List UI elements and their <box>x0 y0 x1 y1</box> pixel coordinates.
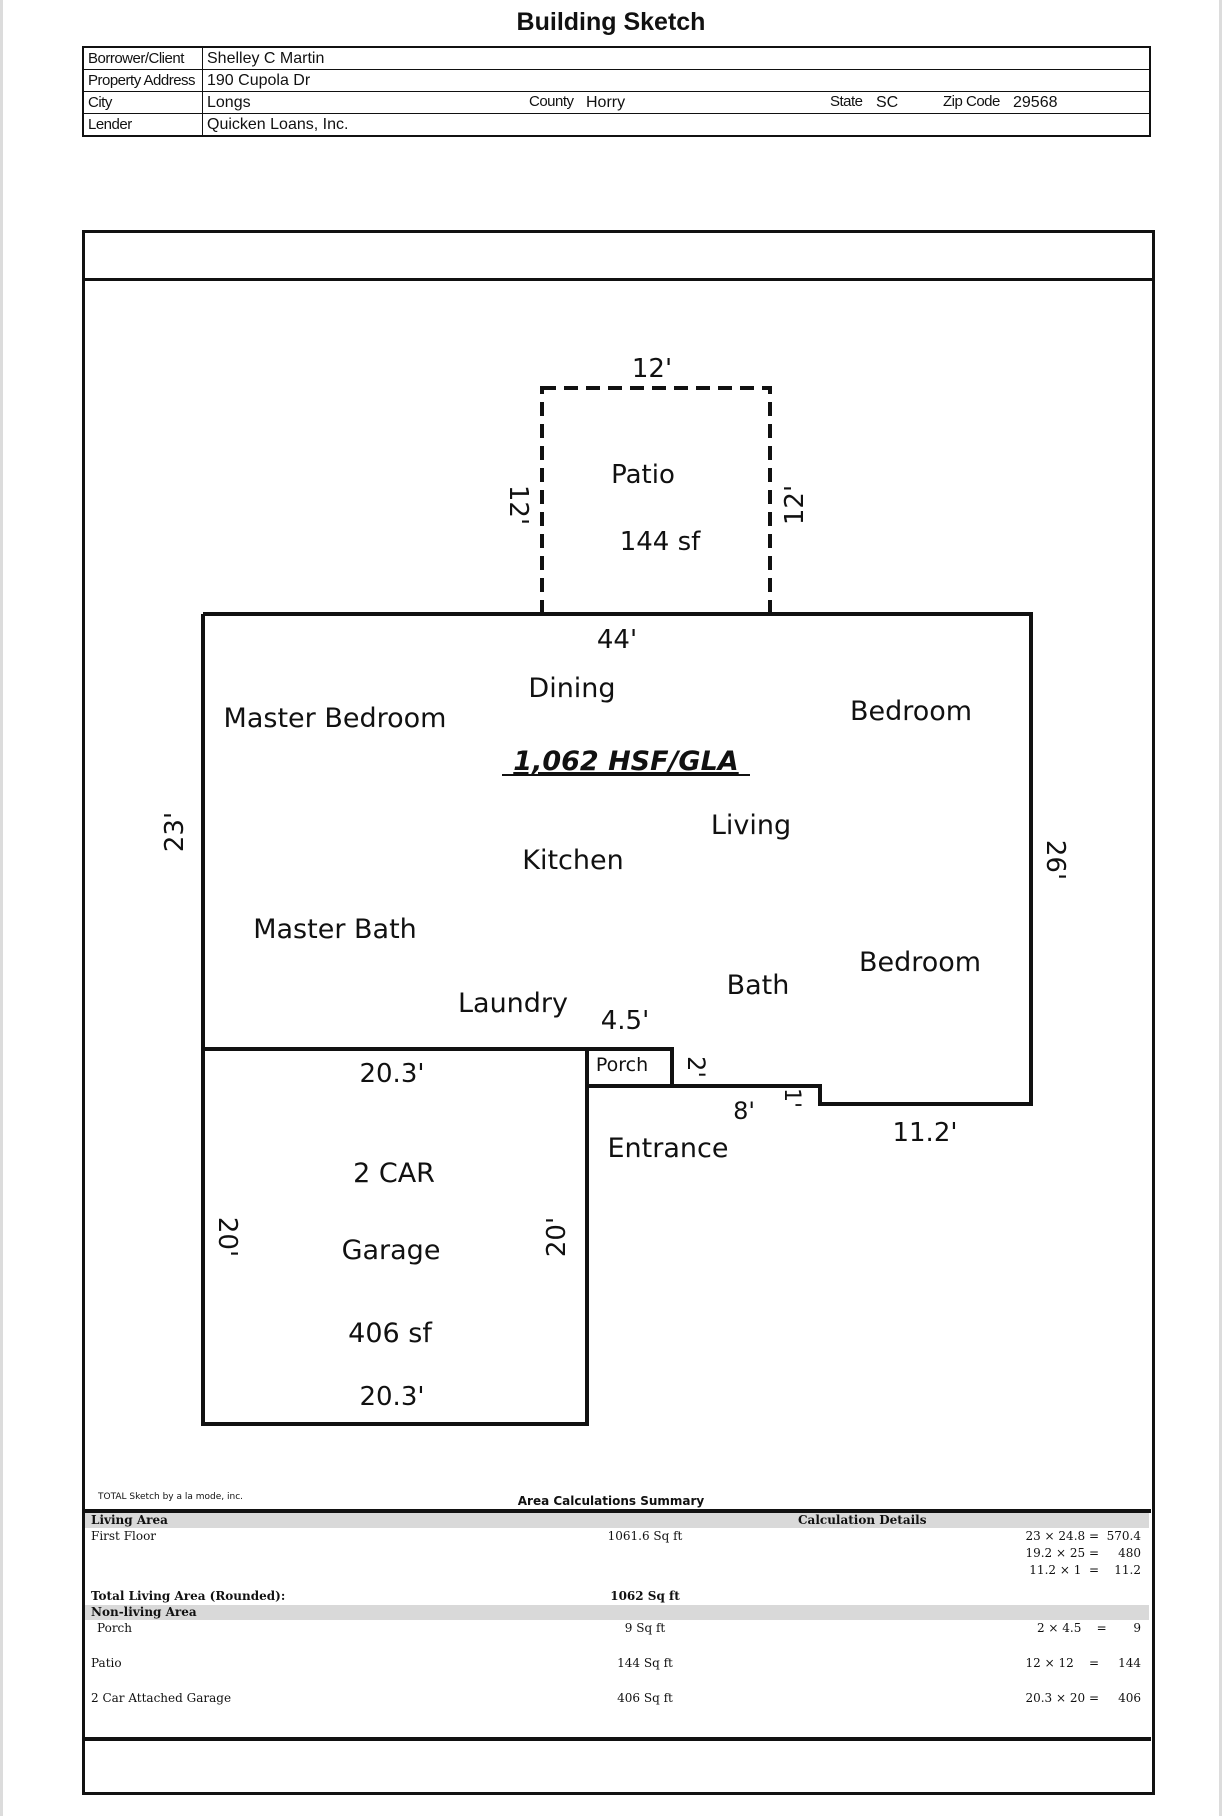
right-bottom-dim: 11.2' <box>892 1118 957 1148</box>
borrower-value: Shelley C Martin <box>202 46 1151 70</box>
zip-label: Zip Code <box>943 93 1000 110</box>
address-row: Property Address 190 Cupola Dr <box>82 69 1151 92</box>
porch-width-dim: 4.5' <box>601 1006 650 1036</box>
gla-label: 1,062 HSF/GLA <box>513 746 738 777</box>
calc-row-3: 11.2 × 1 = 11.2 <box>85 1562 1149 1579</box>
header-table: Borrower/Client Shelley C Martin Propert… <box>82 46 1151 137</box>
garage-calc: 20.3 × 20 = 406 <box>1025 1691 1141 1705</box>
garage-sqft: 406 Sq ft <box>617 1691 673 1705</box>
garage-line-1: 2 CAR <box>353 1158 435 1189</box>
porch-height-dim: 2' <box>682 1056 710 1078</box>
garage-outline <box>201 1049 589 1426</box>
patio-calc: 12 × 12 = 144 <box>1025 1656 1141 1670</box>
city-cell: Longs County Horry State SC Zip Code 295… <box>202 91 1151 114</box>
borrower-row: Borrower/Client Shelley C Martin <box>82 46 1151 70</box>
sketch-credit: TOTAL Sketch by a la mode, inc. <box>98 1492 244 1502</box>
house-right-dim: 26' <box>1040 840 1070 880</box>
bath-label: Bath <box>727 970 790 1001</box>
calc-line-2: 19.2 × 25 = 480 <box>1025 1546 1141 1560</box>
city-value: Longs <box>207 94 251 111</box>
page-right-edge <box>1219 0 1222 1816</box>
first-floor-sqft: 1061.6 Sq ft <box>607 1529 683 1543</box>
address-label: Property Address <box>82 69 203 92</box>
first-floor-label: First Floor <box>91 1529 157 1543</box>
step-8-dim: 8' <box>733 1097 755 1125</box>
garage-right-dim: 20' <box>542 1217 572 1257</box>
porch-calc: 2 × 4.5 = 9 <box>1036 1621 1141 1635</box>
county-value: Horry <box>586 94 626 111</box>
area-summary: Living Area Calculation Details First Fl… <box>85 1510 1149 1707</box>
summary-heading: Area Calculations Summary <box>517 1494 705 1508</box>
lender-label: Lender <box>82 113 203 137</box>
patio-row: Patio 144 Sq ft 12 × 12 = 144 <box>85 1655 1149 1672</box>
calc-line-1: 23 × 24.8 = 570.4 <box>1025 1529 1141 1543</box>
dining-label: Dining <box>528 673 615 704</box>
patio-label: Patio <box>611 460 675 490</box>
city-label: City <box>82 91 203 114</box>
bedroom-label-1: Bedroom <box>850 696 972 727</box>
garage-left-dim: 20' <box>212 1217 242 1257</box>
patio-outline <box>540 386 772 616</box>
kitchen-label: Kitchen <box>522 845 623 876</box>
master-bath-label: Master Bath <box>253 914 417 945</box>
state-value: SC <box>876 94 899 111</box>
garage-area: 406 sf <box>348 1318 433 1349</box>
garage-top-dim: 20.3' <box>359 1059 424 1089</box>
calc-details-label: Calculation Details <box>798 1513 927 1527</box>
porch-summary-label: Porch <box>97 1621 132 1635</box>
patio-sqft: 144 Sq ft <box>617 1656 673 1670</box>
total-living-value: 1062 Sq ft <box>610 1589 680 1603</box>
patio-right-dim: 12' <box>780 485 810 525</box>
calc-line-3: 11.2 × 1 = 11.2 <box>1029 1563 1141 1577</box>
lender-value: Quicken Loans, Inc. <box>202 113 1151 137</box>
bedroom-label-2: Bedroom <box>859 947 981 978</box>
document-title: Building Sketch <box>516 8 706 36</box>
step-1-dim: 1' <box>779 1088 804 1108</box>
garage-summary-label: 2 Car Attached Garage <box>91 1691 232 1705</box>
porch-row: Porch 9 Sq ft 2 × 4.5 = 9 <box>85 1620 1149 1637</box>
patio-top-dim: 12' <box>632 354 672 384</box>
living-label: Living <box>711 810 791 841</box>
first-floor-row: First Floor 1061.6 Sq ft 23 × 24.8 = 570… <box>85 1528 1149 1545</box>
nonliving-band: Non-living Area <box>85 1605 1149 1620</box>
county-label: County <box>529 93 574 110</box>
living-area-label: Living Area <box>91 1513 168 1527</box>
master-bedroom-label: Master Bedroom <box>224 703 447 734</box>
sketch-frame-divider <box>82 278 1155 281</box>
house-left-dim: 23' <box>160 812 190 852</box>
living-area-band: Living Area Calculation Details <box>85 1513 1149 1528</box>
patio-summary-label: Patio <box>91 1656 122 1670</box>
calc-row-2: 19.2 × 25 = 480 <box>85 1545 1149 1562</box>
borrower-label: Borrower/Client <box>82 46 203 70</box>
sketch-frame <box>82 230 1155 1795</box>
porch-sqft: 9 Sq ft <box>624 1621 666 1635</box>
house-outline <box>201 612 1033 1106</box>
patio-area: 144 sf <box>620 527 701 557</box>
state-label: State <box>830 93 863 110</box>
porch-label: Porch <box>596 1054 648 1076</box>
total-living-label: Total Living Area (Rounded): <box>91 1589 286 1603</box>
garage-row: 2 Car Attached Garage 406 Sq ft 20.3 × 2… <box>85 1690 1149 1707</box>
zip-value: 29568 <box>1013 94 1058 111</box>
total-living-row: Total Living Area (Rounded): 1062 Sq ft <box>85 1588 1149 1605</box>
garage-bottom-dim: 20.3' <box>359 1382 424 1412</box>
garage-line-2: Garage <box>342 1235 441 1266</box>
lender-row: Lender Quicken Loans, Inc. <box>82 113 1151 137</box>
house-top-dim: 44' <box>597 625 637 655</box>
laundry-label: Laundry <box>458 988 568 1019</box>
patio-left-dim: 12' <box>503 485 533 525</box>
city-row: City Longs County Horry State SC Zip Cod… <box>82 91 1151 114</box>
entrance-label: Entrance <box>608 1133 729 1164</box>
page-left-edge <box>0 0 3 1816</box>
